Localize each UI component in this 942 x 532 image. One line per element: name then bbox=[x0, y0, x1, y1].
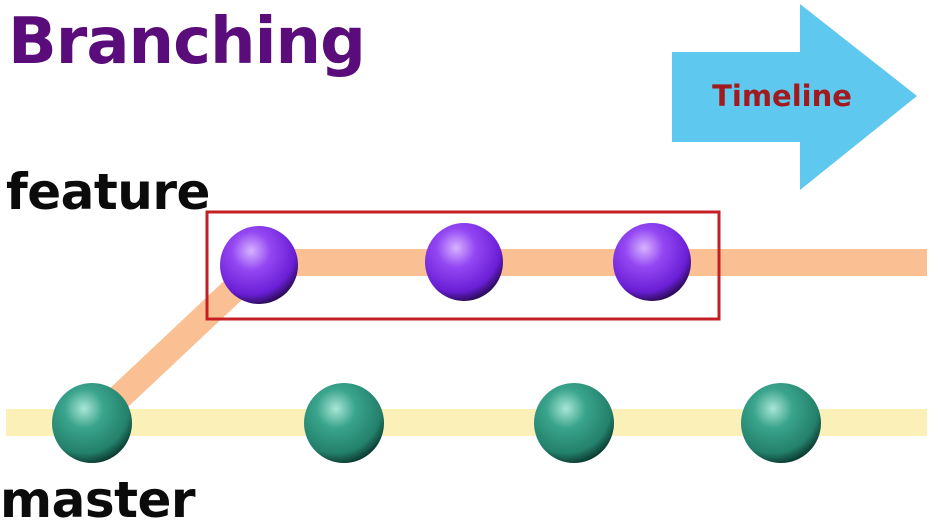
master-commit-node bbox=[52, 383, 132, 463]
diagram-title: Branching bbox=[8, 5, 366, 79]
master-branch-label: master bbox=[0, 471, 196, 529]
timeline-label: Timeline bbox=[712, 79, 852, 113]
master-commit-node bbox=[304, 383, 384, 463]
feature-commit-node bbox=[613, 223, 691, 301]
feature-branch-line bbox=[258, 249, 927, 276]
feature-commits bbox=[220, 223, 691, 304]
timeline-arrow bbox=[672, 4, 917, 190]
feature-commit-node bbox=[425, 223, 503, 301]
master-commit-node bbox=[534, 383, 614, 463]
master-commits bbox=[52, 383, 821, 463]
feature-commit-node bbox=[220, 226, 298, 304]
feature-branch-label: feature bbox=[6, 163, 210, 221]
master-commit-node bbox=[741, 383, 821, 463]
highlight-box bbox=[205, 210, 721, 321]
